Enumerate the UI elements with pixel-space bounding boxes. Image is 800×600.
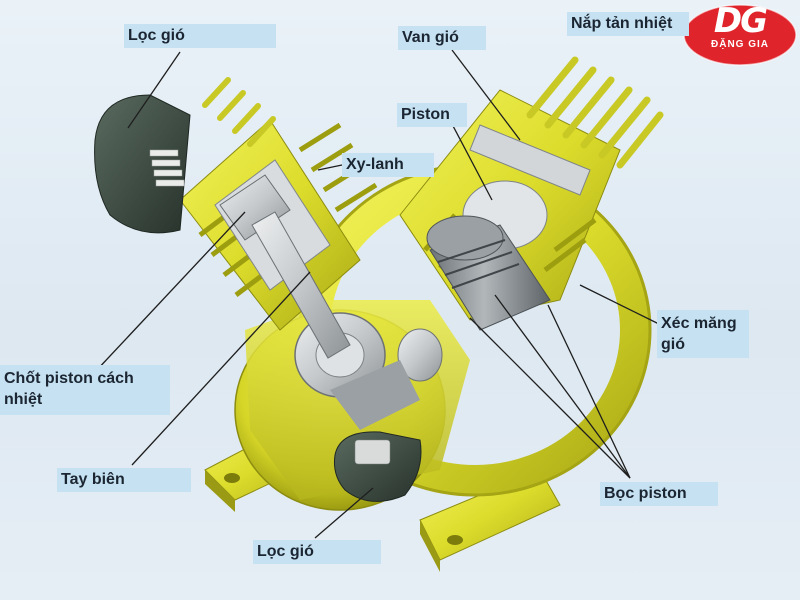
left-cylinder: [179, 77, 378, 359]
label-chot-piston-cach-nhiet: Chốt piston cách nhiệt: [0, 365, 170, 415]
leader-van-gio: [451, 49, 521, 141]
air-filter-top: [94, 94, 191, 234]
right-cylinder: [399, 56, 664, 331]
label-boc-piston: Bọc piston: [600, 482, 718, 506]
label-van-gio: Van gió: [398, 26, 486, 50]
leader-piston: [451, 123, 493, 201]
leader-xy-lanh: [317, 164, 343, 171]
leader-tay-bien: [131, 271, 311, 466]
leader-loc-gio-bottom: [314, 487, 374, 539]
leader-lines: [94, 49, 664, 539]
label-loc-gio-top: Lọc gió: [124, 24, 276, 48]
leader-boc-piston-c: [547, 304, 631, 479]
label-nap-tan-nhiet: Nắp tản nhiệt: [567, 12, 689, 36]
dang-gia-logo: DG ĐẶNG GIA: [682, 2, 798, 68]
leader-xec-mang: [579, 284, 664, 327]
label-xy-lanh: Xy-lanh: [342, 153, 434, 177]
air-filter-bottom: [334, 431, 422, 502]
label-tay-bien: Tay biên: [57, 468, 191, 492]
leader-boc-piston-a: [494, 294, 631, 479]
label-xec-mang-gio: Xéc măng gió: [657, 310, 749, 358]
leader-boc-piston-b: [469, 317, 631, 479]
label-loc-gio-bottom: Lọc gió: [253, 540, 381, 564]
leader-loc-gio-top: [127, 51, 181, 129]
logo-mark: DG: [713, 1, 768, 41]
label-piston: Piston: [397, 103, 467, 127]
leader-chot-piston: [94, 211, 246, 373]
logo-name: ĐẶNG GIA: [711, 39, 769, 50]
